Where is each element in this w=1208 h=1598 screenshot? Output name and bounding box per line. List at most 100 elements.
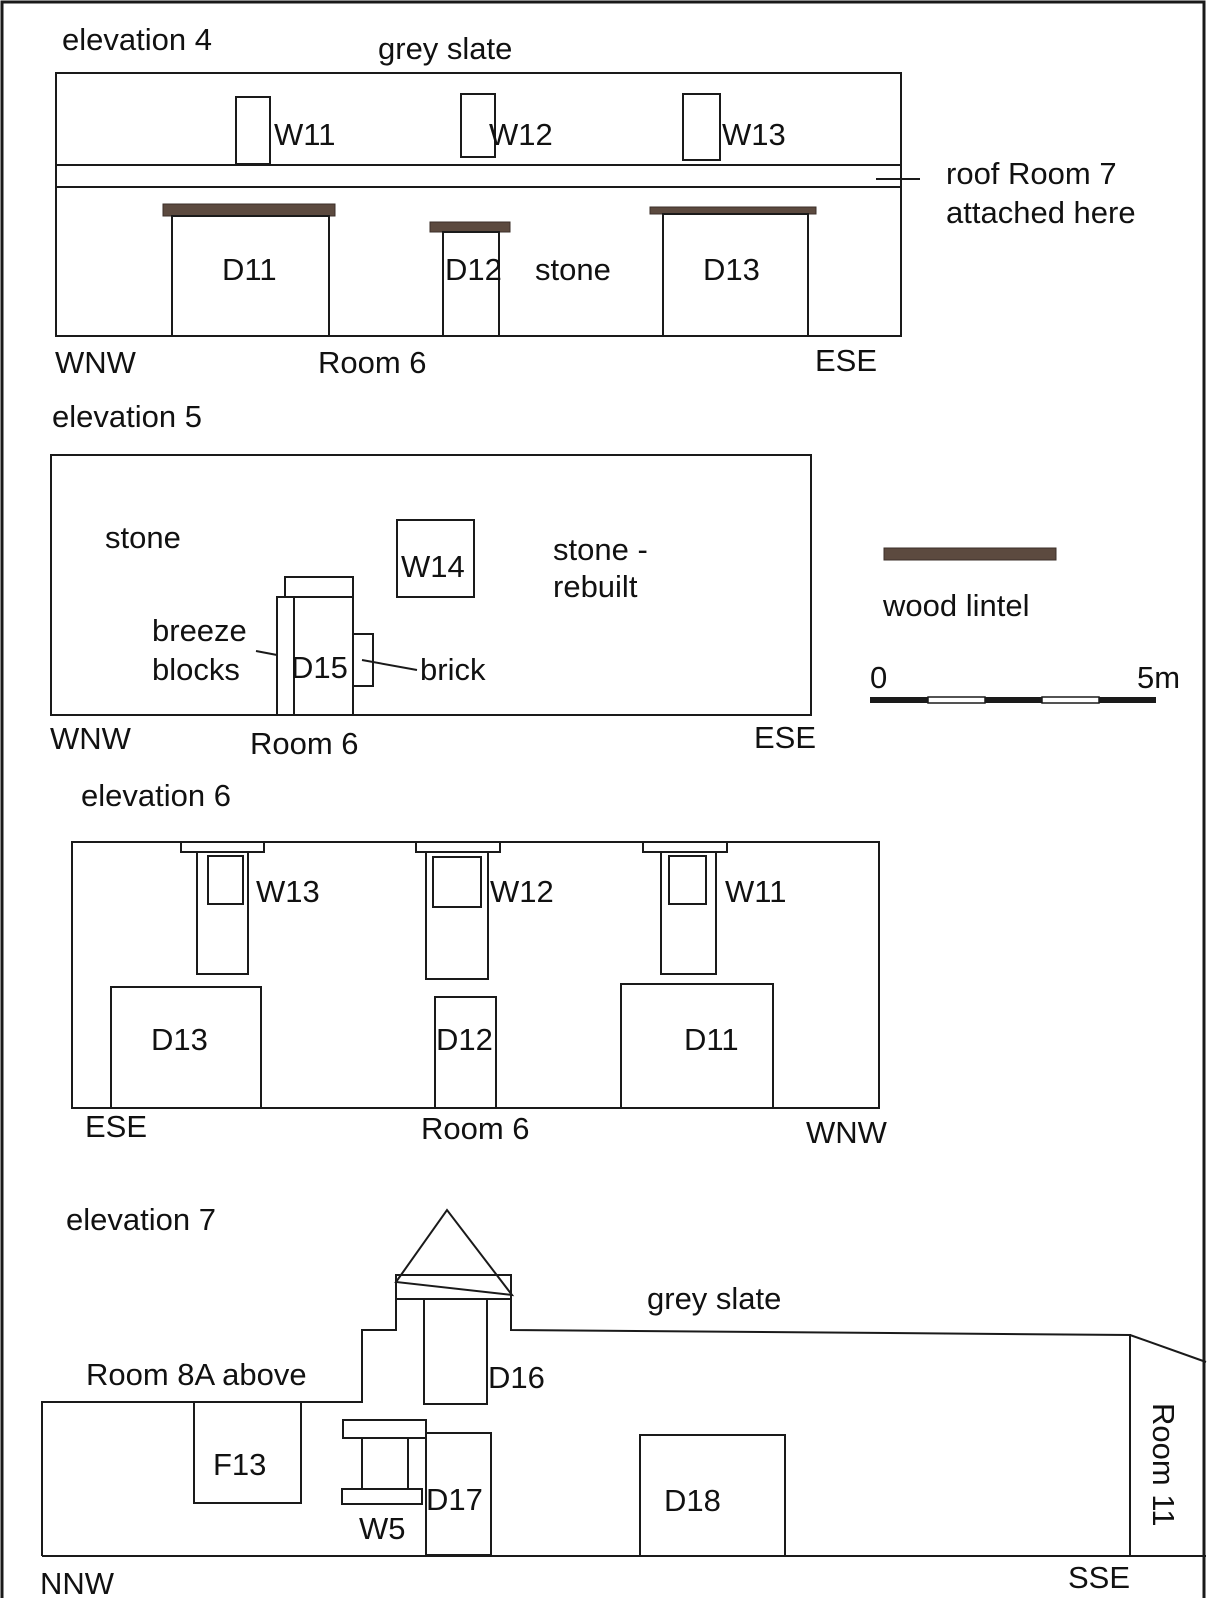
elevation-5-title: elevation 5 (52, 399, 202, 434)
elevation-7: elevation 7 Room 11 grey slate Room 8A a… (40, 1202, 1207, 1598)
elevation-4-door-d13 (662, 213, 809, 337)
legend-wood-lintel-swatch (883, 547, 1057, 561)
elevation-4-title: elevation 4 (62, 22, 212, 57)
elevation-7-wall-right-outline (510, 1299, 1131, 1556)
elevation-4-note-line2: attached here (946, 195, 1136, 230)
elevation-7-dormer-gable (394, 1208, 515, 1297)
elevation-7-door-d16 (423, 1298, 488, 1405)
elevation-6-window-w13-opening (196, 851, 249, 975)
elevation-4-label-d12: D12 (445, 252, 502, 287)
elevation-5-breeze-line2: blocks (152, 652, 240, 687)
elevation-7-title: elevation 7 (66, 1202, 216, 1237)
elevation-5-material-right-line2: rebuilt (553, 569, 638, 604)
elevation-6-door-d12 (434, 996, 497, 1109)
elevation-7-side-room: Room 11 (1146, 1403, 1181, 1527)
elevation-6-door-d13 (110, 986, 262, 1109)
elevation-7-roof-material: grey slate (647, 1281, 781, 1316)
elevation-6-label-d12: D12 (436, 1022, 493, 1057)
elevation-4-window-w12 (460, 93, 496, 158)
elevation-7-door-d17 (425, 1432, 492, 1556)
elevation-4-material: stone (535, 252, 611, 287)
scale-bar-segment-4 (1041, 696, 1100, 704)
elevation-5-door-d15-head (284, 576, 354, 598)
elevation-5-material-right-line1: stone - (553, 532, 648, 567)
elevation-4-lintel-d11 (162, 203, 336, 217)
elevation-5-material-left: stone (105, 520, 181, 555)
elevation-6-window-w11 (668, 855, 707, 905)
elevation-5: elevation 5 stone W14 stone - rebuilt br… (50, 399, 816, 761)
elevation-7-fireplace-f13 (193, 1401, 302, 1504)
elevation-4-room: Room 6 (318, 345, 427, 380)
elevation-6-left-direction: ESE (85, 1109, 147, 1144)
elevation-7-window-w5-sill (341, 1488, 423, 1505)
elevation-5-right-direction: ESE (754, 720, 816, 755)
elevation-6-door-d11 (620, 983, 774, 1109)
elevation-5-label-d15: D15 (291, 650, 348, 685)
elevation-7-dormer-lintel (395, 1274, 512, 1300)
elevation-7-label-d16: D16 (488, 1360, 545, 1395)
scale-bar (870, 696, 1156, 704)
elevation-4-left-direction: WNW (55, 345, 137, 380)
elevation-6-lintel-w11 (642, 841, 728, 853)
elevation-7-label-d17: D17 (426, 1482, 483, 1517)
elevation-5-room: Room 6 (250, 726, 359, 761)
elevation-7-window-w5-lintel (342, 1419, 427, 1439)
elevation-4-roof-material: grey slate (378, 31, 512, 66)
elevation-6-label-w13: W13 (256, 874, 320, 909)
elevation-4-window-w11 (235, 96, 271, 165)
elevation-5-breeze-leader (255, 650, 278, 656)
elevation-7-left-direction: NNW (40, 1566, 115, 1598)
elevation-4: elevation 4 grey slate W11 W12 W13 D11 D… (55, 22, 1136, 380)
elevation-6-window-w11-opening (660, 851, 717, 975)
elevation-5-breeze-line1: breeze (152, 613, 247, 648)
elevation-5-wall (50, 454, 812, 716)
scale-bar-segment-3 (985, 697, 1042, 703)
elevation-7-wall-left-outline (41, 1299, 397, 1556)
elevation-4-label-w13: W13 (722, 117, 786, 152)
elevation-5-breeze-blocks-infill (276, 596, 295, 716)
elevation-7-room-above: Room 8A above (86, 1357, 307, 1392)
elevation-7-right-direction: SSE (1068, 1560, 1130, 1595)
elevation-7-label-w5: W5 (359, 1511, 406, 1546)
elevation-6-label-d11: D11 (684, 1022, 739, 1057)
elevation-5-brick-label: brick (420, 652, 486, 687)
scale-bar-segment-2 (927, 696, 986, 704)
elevation-7-window-w5 (361, 1437, 409, 1490)
elevation-6-label-w11: W11 (725, 874, 786, 909)
elevation-4-lintel-d13 (649, 206, 817, 215)
elevation-5-window-w14 (396, 519, 475, 598)
elevation-6-window-w12-opening (425, 851, 489, 980)
elevation-4-label-w11: W11 (274, 117, 335, 152)
elevation-6-right-direction: WNW (806, 1115, 888, 1150)
elevation-4-right-direction: ESE (815, 343, 877, 378)
elevation-6-label-w12: W12 (490, 874, 554, 909)
elevation-6-lintel-w13 (180, 841, 265, 853)
elevation-5-left-direction: WNW (50, 721, 132, 756)
legend: wood lintel 0 5m (870, 547, 1180, 704)
scale-bar-end-label: 5m (1137, 660, 1180, 695)
elevation-5-label-w14: W14 (401, 549, 465, 584)
elevation-4-lintel-d12 (429, 221, 511, 233)
elevation-4-window-w13 (682, 93, 721, 161)
elevation-4-roof-band (55, 164, 902, 188)
elevation-7-door-d18 (639, 1434, 786, 1557)
elevation-6-window-w12 (432, 856, 482, 908)
elevation-4-door-d11 (171, 215, 330, 337)
elevation-6-title: elevation 6 (81, 778, 231, 813)
elevation-4-label-w12: W12 (489, 117, 553, 152)
scale-bar-segment-1 (870, 697, 928, 703)
scale-bar-start-label: 0 (870, 660, 887, 695)
elevation-7-label-f13: F13 (213, 1447, 266, 1482)
elevation-7-side-room-roof (1129, 1334, 1207, 1363)
elevation-6: elevation 6 W13 W12 W11 D13 D12 D11 ESE … (71, 778, 888, 1150)
elevation-4-door-d12 (442, 231, 500, 337)
elevation-5-brick-infill (352, 633, 374, 687)
scale-bar-segment-5 (1099, 697, 1156, 703)
legend-wood-lintel-label: wood lintel (882, 588, 1029, 623)
elevation-6-label-d13: D13 (151, 1022, 208, 1057)
elevation-6-window-w13 (207, 855, 244, 905)
elevation-4-label-d11: D11 (222, 252, 277, 287)
elevation-4-label-d13: D13 (703, 252, 760, 287)
